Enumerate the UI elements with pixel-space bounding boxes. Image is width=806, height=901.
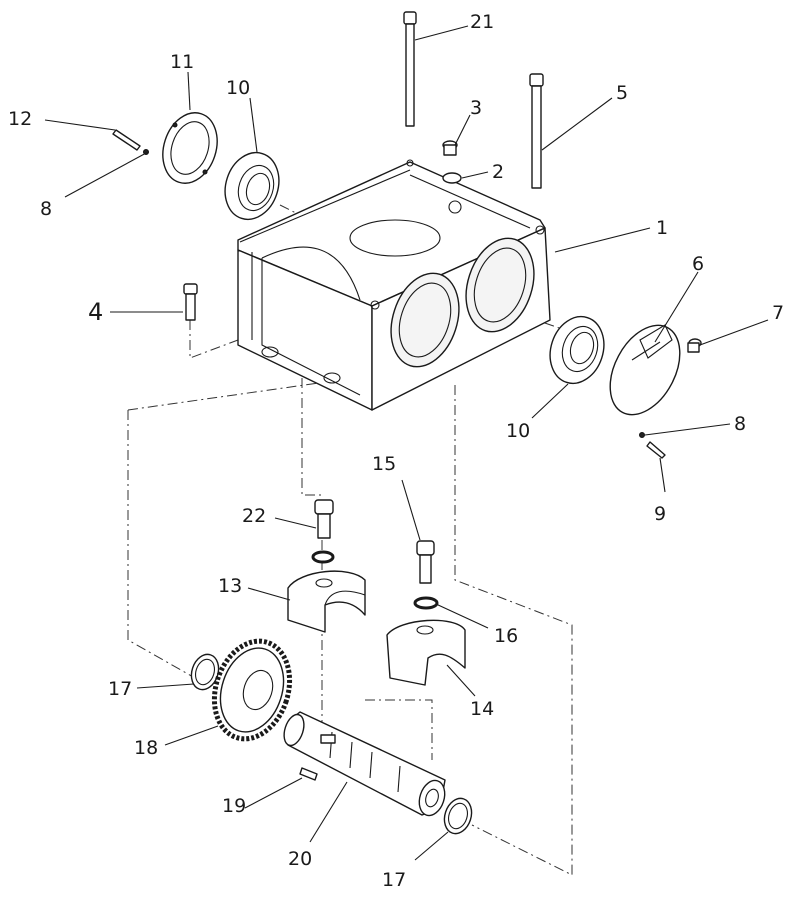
- cover-part-11: [162, 112, 218, 184]
- bearing-part-10-upper: [224, 151, 280, 221]
- gear-part-18: [211, 638, 293, 742]
- shaft-part-20: [283, 711, 446, 817]
- callout-10-lower: 10: [506, 420, 530, 442]
- bolt-part-22: [314, 499, 334, 539]
- callout-10-upper: 10: [226, 77, 250, 99]
- washer-part-8-lower: [639, 432, 645, 438]
- callout-18: 18: [134, 737, 158, 759]
- callout-14: 14: [470, 698, 494, 720]
- callout-labels: 1 2 3 4 5 6 7 8 8 9 10 10 11 12 13 14 15…: [8, 11, 784, 891]
- housing-part-1: [237, 159, 551, 411]
- callout-15: 15: [372, 453, 396, 475]
- screw-part-7: [687, 338, 702, 353]
- key-part-19: [299, 767, 318, 781]
- bolt-part-4: [183, 283, 198, 321]
- callout-5: 5: [616, 82, 628, 104]
- callout-13: 13: [218, 575, 242, 597]
- snap-ring-part-17-right: [443, 797, 473, 835]
- bearing-half-part-13: [287, 570, 366, 633]
- bolt-part-15: [416, 540, 435, 584]
- long-bolt-part-5: [529, 73, 544, 189]
- end-cover-part-6: [609, 324, 681, 416]
- callout-19: 19: [222, 795, 246, 817]
- washer-part-2: [442, 172, 462, 184]
- plug-part-3: [442, 140, 458, 156]
- bearing-half-part-14: [386, 619, 466, 686]
- callout-12: 12: [8, 108, 32, 130]
- callout-7: 7: [772, 302, 784, 324]
- callout-6: 6: [692, 253, 704, 275]
- callout-1: 1: [656, 217, 668, 239]
- callout-4: 4: [88, 298, 103, 326]
- callout-8-upper: 8: [40, 198, 52, 220]
- callout-17-right: 17: [382, 869, 406, 891]
- callout-17-left: 17: [108, 678, 132, 700]
- screw-part-12: [112, 129, 141, 151]
- callout-9: 9: [654, 503, 666, 525]
- callout-8-lower: 8: [734, 413, 746, 435]
- callout-22: 22: [242, 505, 266, 527]
- long-bolt-part-21: [403, 11, 417, 127]
- bearing-part-10-right: [549, 315, 605, 385]
- callout-11: 11: [170, 51, 194, 73]
- washer-part-16: [413, 596, 439, 610]
- callout-16: 16: [494, 625, 518, 647]
- callout-21: 21: [470, 11, 494, 33]
- callout-3: 3: [470, 97, 482, 119]
- callout-2: 2: [492, 161, 504, 183]
- leader-lines: [44, 25, 769, 861]
- pin-part-9: [646, 441, 666, 459]
- snap-ring-part-17-left: [190, 653, 220, 691]
- callout-20: 20: [288, 848, 312, 870]
- washer-part-22: [311, 550, 335, 564]
